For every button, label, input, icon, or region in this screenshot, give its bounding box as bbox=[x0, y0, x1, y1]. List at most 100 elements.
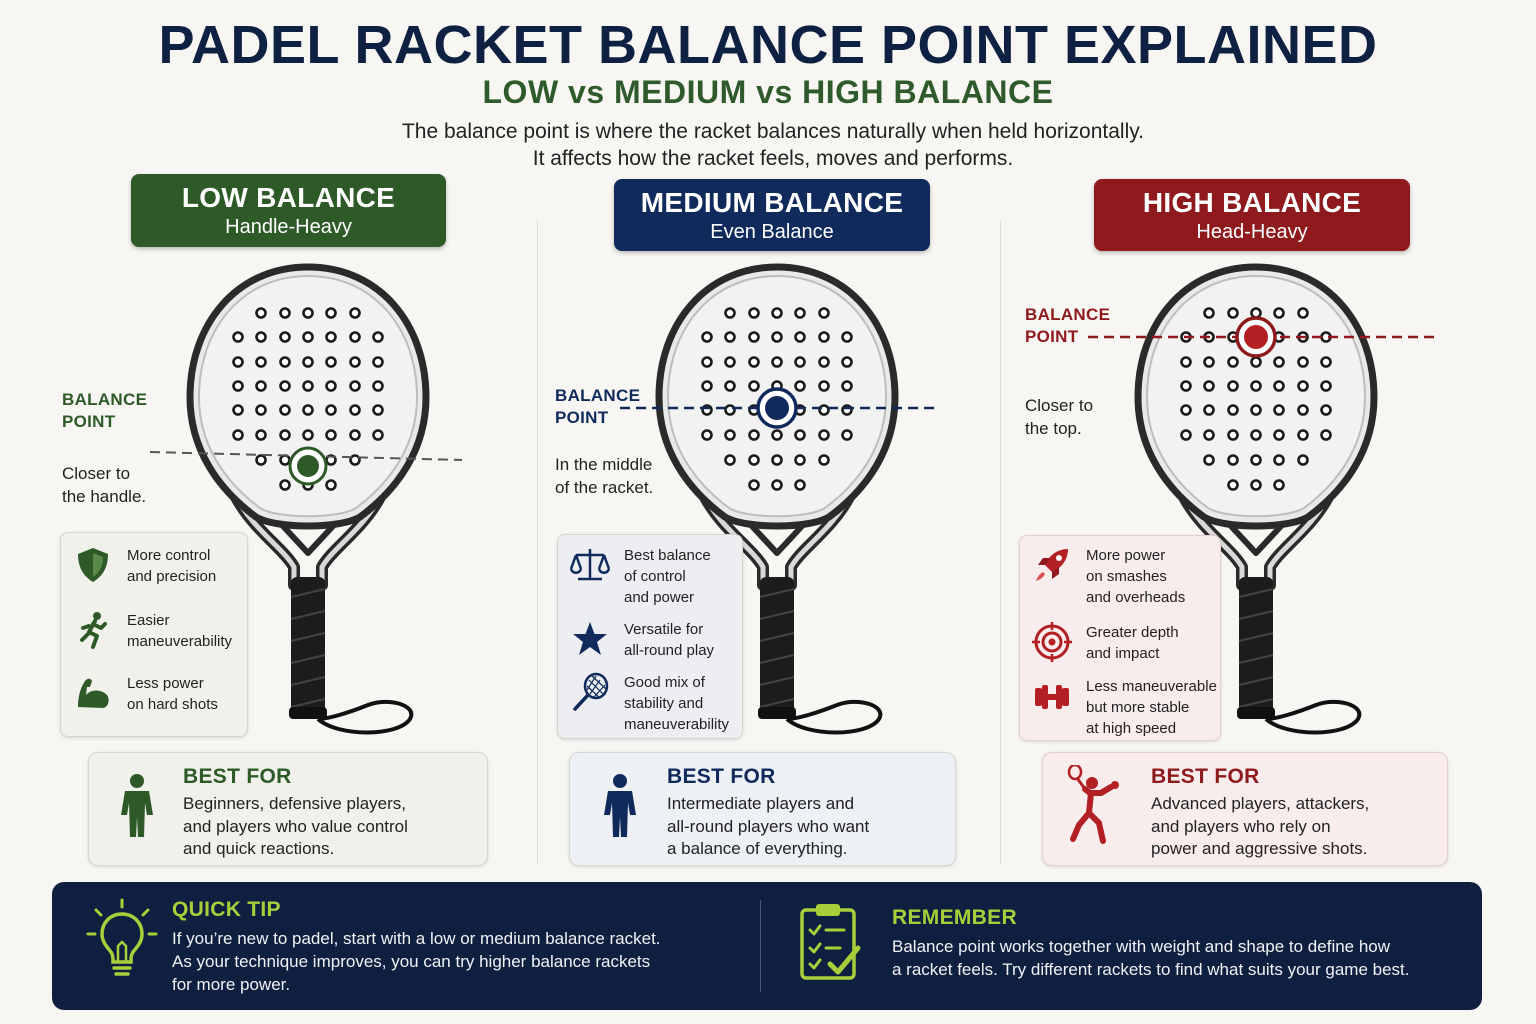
low-best-for-box: BEST FOR Beginners, defensive players, a… bbox=[88, 752, 488, 866]
best-for-line: a balance of everything. bbox=[667, 839, 848, 858]
tip-line: As your technique improves, you can try … bbox=[172, 952, 651, 971]
label-line: BALANCE bbox=[1025, 305, 1111, 324]
header-subtitle: Handle-Heavy bbox=[225, 216, 352, 238]
best-for-title: BEST FOR bbox=[1151, 765, 1260, 788]
feature-text: Good mix of bbox=[624, 674, 705, 691]
best-for-line: and quick reactions. bbox=[183, 839, 335, 858]
footer-banner: QUICK TIP If you’re new to padel, start … bbox=[52, 882, 1482, 1010]
best-for-line: and players who rely on bbox=[1151, 816, 1331, 836]
feature-text: maneuverability bbox=[127, 633, 233, 650]
tip-line: If you’re new to padel, start with a low… bbox=[172, 929, 661, 948]
column-divider bbox=[537, 220, 538, 865]
intro-line: It affects how the racket feels, moves a… bbox=[532, 147, 1014, 170]
best-for-line: and players who value control bbox=[183, 816, 408, 836]
lightbulb-icon bbox=[86, 898, 158, 976]
quick-tip-title: QUICK TIP bbox=[172, 898, 281, 921]
page-subtitle: LOW vs MEDIUM vs HIGH BALANCE bbox=[482, 74, 1054, 110]
feature-text: at high speed bbox=[1086, 720, 1177, 737]
intro-text: The balance point is where the racket ba… bbox=[0, 118, 1536, 172]
tip-line: for more power. bbox=[172, 975, 291, 994]
note-line: the handle. bbox=[62, 487, 147, 506]
page-title: PADEL RACKET BALANCE POINT EXPLAINED bbox=[158, 15, 1378, 75]
feature-text: Greater depth bbox=[1086, 624, 1179, 641]
feature-text: and precision bbox=[127, 568, 217, 585]
note-line: Closer to bbox=[62, 464, 131, 483]
label-line: POINT bbox=[555, 408, 609, 427]
medium-balance-header: MEDIUM BALANCE Even Balance bbox=[614, 179, 930, 251]
label-line: POINT bbox=[1025, 327, 1079, 346]
best-for-text: Intermediate players and all-round playe… bbox=[667, 793, 869, 861]
feature-text: Versatile for bbox=[624, 621, 704, 638]
best-for-title: BEST FOR bbox=[183, 765, 292, 788]
scales-icon bbox=[570, 549, 610, 581]
low-balance-features: More control and precision Easier maneuver… bbox=[60, 532, 248, 737]
best-for-line: power and aggressive shots. bbox=[1151, 839, 1368, 858]
standing-person-icon bbox=[121, 774, 153, 837]
feature-text: of control bbox=[624, 568, 686, 585]
standing-person-icon bbox=[604, 774, 636, 837]
header-title: HIGH BALANCE bbox=[1142, 187, 1362, 218]
remember-line: Balance point works together with weight… bbox=[892, 937, 1391, 956]
note-line: the top. bbox=[1025, 419, 1082, 438]
note-line: Closer to bbox=[1025, 396, 1094, 415]
label-line: BALANCE bbox=[555, 386, 641, 405]
dumbbell-icon bbox=[1035, 685, 1069, 709]
low-balance-note: Closer to the handle. bbox=[62, 462, 146, 508]
note-line: In the middle bbox=[555, 455, 653, 474]
high-balance-features: More power on smashes and overheads Greate… bbox=[1019, 535, 1221, 741]
header-subtitle: Even Balance bbox=[710, 221, 834, 243]
feature-text: Easier bbox=[127, 612, 170, 629]
feature-text: Best balance bbox=[624, 547, 711, 564]
remember-line: a racket feels. Try different rackets to… bbox=[892, 960, 1410, 979]
remember-title: REMEMBER bbox=[892, 906, 1017, 929]
feature-text: and power bbox=[624, 589, 695, 606]
medium-balance-features: Best balance of control and power Versatil… bbox=[557, 534, 743, 739]
feature-text: Less power bbox=[127, 675, 204, 692]
header-title: MEDIUM BALANCE bbox=[640, 187, 904, 218]
best-for-title: BEST FOR bbox=[667, 765, 776, 788]
rocket-icon bbox=[1036, 549, 1068, 581]
high-balance-header: HIGH BALANCE Head-Heavy bbox=[1094, 179, 1410, 251]
high-best-for-box: BEST FOR Advanced players, attackers, an… bbox=[1042, 752, 1448, 866]
feature-text: and impact bbox=[1086, 645, 1160, 662]
note-line: of the racket. bbox=[555, 478, 654, 497]
low-balance-header: LOW BALANCE Handle-Heavy bbox=[131, 174, 446, 247]
feature-text: but more stable bbox=[1086, 699, 1190, 716]
feature-text: on hard shots bbox=[127, 696, 218, 713]
feature-text: stability and bbox=[624, 695, 704, 712]
feature-text: and overheads bbox=[1086, 589, 1186, 606]
low-balance-line bbox=[149, 451, 463, 461]
feature-text: maneuverability bbox=[624, 716, 730, 733]
medium-balance-point-label: BALANCE POINT bbox=[555, 385, 640, 429]
feature-text: Less maneuverable bbox=[1086, 678, 1217, 695]
smashing-player-icon bbox=[1067, 765, 1119, 844]
label-line: BALANCE bbox=[62, 390, 148, 409]
high-balance-note: Closer to the top. bbox=[1025, 394, 1093, 440]
shield-icon bbox=[78, 548, 108, 582]
best-for-text: Advanced players, attackers, and players… bbox=[1151, 793, 1369, 861]
best-for-line: Advanced players, attackers, bbox=[1151, 794, 1370, 813]
label-line: POINT bbox=[62, 412, 116, 431]
low-balance-point-label: BALANCE POINT bbox=[62, 389, 147, 433]
flexed-arm-icon bbox=[78, 678, 109, 708]
star-icon bbox=[573, 622, 607, 655]
medium-best-for-box: BEST FOR Intermediate players and all-ro… bbox=[569, 752, 956, 866]
clipboard-check-icon bbox=[800, 904, 861, 980]
header-title: LOW BALANCE bbox=[181, 182, 396, 213]
quick-tip-text: If you’re new to padel, start with a low… bbox=[172, 927, 661, 996]
feature-text: More power bbox=[1086, 547, 1166, 564]
footer-divider bbox=[760, 900, 761, 992]
header-subtitle: Head-Heavy bbox=[1196, 221, 1308, 243]
best-for-line: Intermediate players and bbox=[667, 794, 855, 813]
racket-icon bbox=[573, 672, 609, 711]
target-icon bbox=[1032, 622, 1072, 662]
high-balance-point-label: BALANCE POINT bbox=[1025, 304, 1110, 348]
feature-text: on smashes bbox=[1086, 568, 1167, 585]
best-for-text: Beginners, defensive players, and player… bbox=[183, 793, 408, 861]
remember-text: Balance point works together with weight… bbox=[892, 935, 1409, 981]
best-for-line: all-round players who want bbox=[667, 816, 870, 836]
feature-text: More control bbox=[127, 547, 211, 564]
feature-text: all-round play bbox=[624, 642, 715, 659]
column-divider bbox=[1000, 220, 1001, 865]
